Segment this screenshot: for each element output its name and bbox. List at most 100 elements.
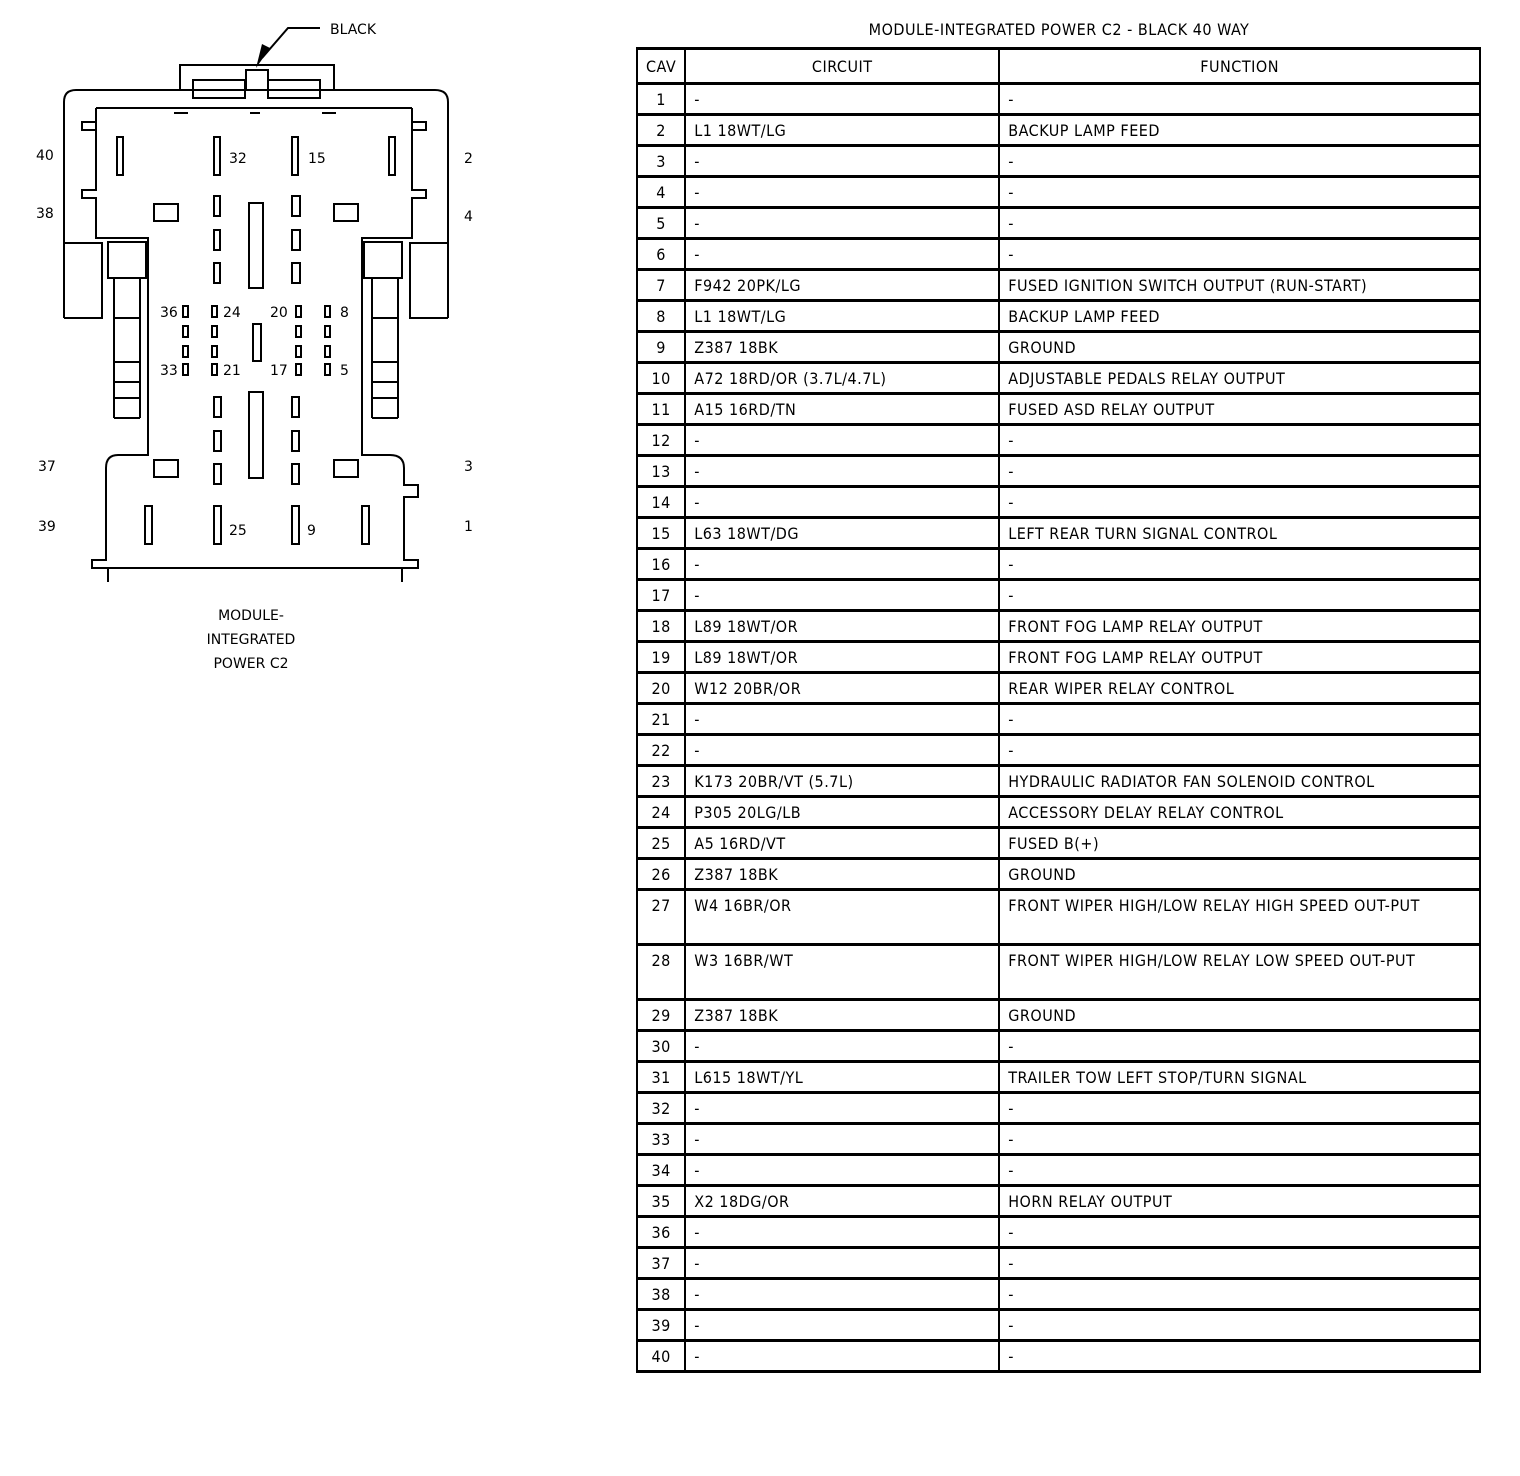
circuit-cell: L1 18WT/LG (684, 113, 1001, 147)
circuit-cell: - (684, 485, 1001, 519)
connector-caption: INTEGRATED (207, 632, 296, 648)
function-cell: HYDRAULIC RADIATOR FAN SOLENOID CONTROL (998, 764, 1481, 798)
cav-cell: 28 (635, 943, 687, 1001)
function-cell: FUSED IGNITION SWITCH OUTPUT (RUN-START) (998, 268, 1481, 302)
table-row: 17-- (635, 578, 1481, 612)
function-cell: REAR WIPER RELAY CONTROL (998, 671, 1481, 705)
function-cell: ADJUSTABLE PEDALS RELAY OUTPUT (998, 361, 1481, 395)
function-cell: - (998, 454, 1481, 488)
pin-label: 25 (229, 523, 247, 539)
cav-cell: 24 (635, 795, 687, 829)
circuit-cell: - (684, 1091, 1001, 1125)
circuit-cell: - (684, 1215, 1001, 1249)
function-cell: LEFT REAR TURN SIGNAL CONTROL (998, 516, 1481, 550)
cav-cell: 26 (635, 857, 687, 891)
circuit-cell: - (684, 237, 1001, 271)
circuit-cell: - (684, 454, 1001, 488)
table-row: 13-- (635, 454, 1481, 488)
circuit-cell: - (684, 547, 1001, 581)
cav-cell: 2 (635, 113, 687, 147)
header-function: FUNCTION (998, 47, 1481, 85)
function-cell: - (998, 485, 1481, 519)
header-cav: CAV (635, 47, 687, 85)
pin-label: 24 (223, 305, 241, 321)
circuit-cell: Z387 18BK (684, 330, 1001, 364)
table-title: MODULE-INTEGRATED POWER C2 - BLACK 40 WA… (868, 20, 1250, 39)
cav-cell: 30 (635, 1029, 687, 1063)
cav-cell: 20 (635, 671, 687, 705)
cav-cell: 3 (635, 144, 687, 178)
cav-cell: 31 (635, 1060, 687, 1094)
function-cell: - (998, 1215, 1481, 1249)
cav-cell: 16 (635, 547, 687, 581)
cav-cell: 40 (635, 1339, 687, 1373)
table-row: 30-- (635, 1029, 1481, 1063)
circuit-cell: - (684, 702, 1001, 736)
circuit-cell: - (684, 733, 1001, 767)
table-row: 39-- (635, 1308, 1481, 1342)
cav-cell: 23 (635, 764, 687, 798)
cav-cell: 37 (635, 1246, 687, 1280)
function-cell: TRAILER TOW LEFT STOP/TURN SIGNAL (998, 1060, 1481, 1094)
cav-cell: 4 (635, 175, 687, 209)
cav-cell: 12 (635, 423, 687, 457)
connector-diagram: BLACK 40 38 37 39 2 4 3 1 32 15 36 24 20… (36, 22, 473, 672)
function-cell: - (998, 82, 1481, 116)
circuit-cell: L89 18WT/OR (684, 609, 1001, 643)
circuit-cell: P305 20LG/LB (684, 795, 1001, 829)
cav-cell: 25 (635, 826, 687, 860)
pin-label: 32 (229, 151, 247, 167)
pin-label: 5 (340, 363, 349, 379)
cav-cell: 18 (635, 609, 687, 643)
pin-label: 21 (223, 363, 241, 379)
pin-label: 15 (308, 151, 326, 167)
table-row: 3-- (635, 144, 1481, 178)
circuit-cell: L1 18WT/LG (684, 299, 1001, 333)
table-row: 6-- (635, 237, 1481, 271)
function-cell: - (998, 206, 1481, 240)
cav-cell: 22 (635, 733, 687, 767)
pin-label: 9 (307, 523, 316, 539)
cav-cell: 35 (635, 1184, 687, 1218)
function-cell: - (998, 237, 1481, 271)
connector-color-label: BLACK (330, 22, 377, 38)
circuit-cell: A5 16RD/VT (684, 826, 1001, 860)
circuit-cell: A15 16RD/TN (684, 392, 1001, 426)
function-cell: - (998, 1091, 1481, 1125)
function-cell: BACKUP LAMP FEED (998, 299, 1481, 333)
function-cell: - (998, 578, 1481, 612)
pin-label: 20 (270, 305, 288, 321)
circuit-cell: - (684, 82, 1001, 116)
pin-label: 37 (38, 459, 56, 475)
circuit-cell: F942 20PK/LG (684, 268, 1001, 302)
pin-label: 40 (36, 148, 54, 164)
circuit-cell: W4 16BR/OR (684, 888, 1001, 946)
function-cell: - (998, 1029, 1481, 1063)
function-cell: - (998, 423, 1481, 457)
function-cell: GROUND (998, 857, 1481, 891)
circuit-cell: Z387 18BK (684, 857, 1001, 891)
table-row: 36-- (635, 1215, 1481, 1249)
cav-cell: 7 (635, 268, 687, 302)
table-row: 21-- (635, 702, 1481, 736)
function-cell: - (998, 733, 1481, 767)
table-row: 40-- (635, 1339, 1481, 1373)
cav-cell: 39 (635, 1308, 687, 1342)
pin-label: 1 (464, 519, 473, 535)
function-cell: GROUND (998, 330, 1481, 364)
cav-cell: 34 (635, 1153, 687, 1187)
circuit-cell: - (684, 175, 1001, 209)
circuit-cell: L89 18WT/OR (684, 640, 1001, 674)
cav-cell: 1 (635, 82, 687, 116)
circuit-cell: - (684, 1308, 1001, 1342)
function-cell: - (998, 175, 1481, 209)
